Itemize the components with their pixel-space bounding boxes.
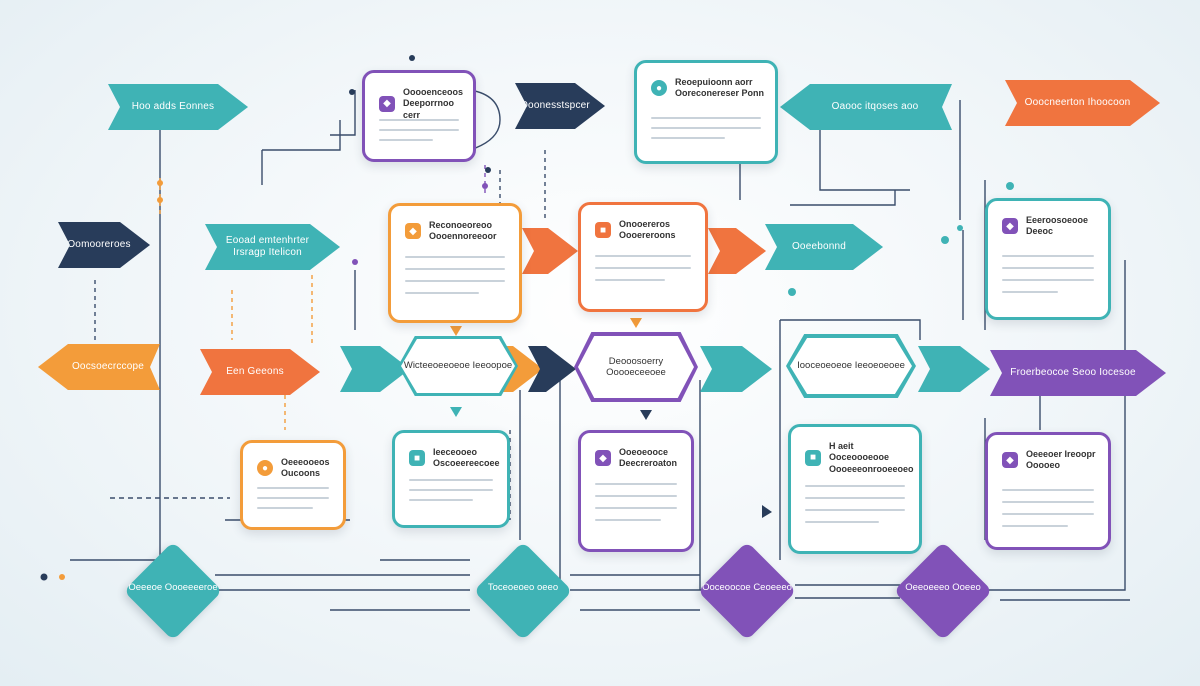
- card-title: Ooooenceoos Deeporrnoo cerr: [403, 87, 464, 120]
- process-card-7[interactable]: ■ Ieeceooeo Oscoeereecoee: [392, 430, 516, 534]
- circle-icon: ●: [257, 460, 273, 477]
- decision-hex-3-label: Iooceoeoeoe Ieeoeoeoee: [797, 360, 905, 372]
- process-arrow-7-label: Ooeebonnd: [791, 241, 847, 252]
- diamond-icon: ◆: [1002, 452, 1018, 469]
- square-icon: ■: [595, 222, 611, 239]
- decision-diamond-1-label: Oeeeoe Oooeeeeroe: [128, 582, 218, 593]
- process-arrow-6-label: Eooad emtenhrter Irsragp Itelicon: [225, 235, 310, 258]
- process-card-9[interactable]: ■ H aeit Ooceoooeooe Oooeeeonrooeeoeo: [788, 424, 928, 560]
- process-arrow-5-label: Oomooreroes: [67, 239, 131, 250]
- diamond-icon: ◆: [405, 223, 421, 240]
- process-card-2[interactable]: ● Reoepuioonn aorr Ooreconereser Ponn: [634, 60, 784, 170]
- process-arrow-10[interactable]: Froerbeocoe Seoo Iocesoe: [990, 350, 1166, 396]
- card-title: Reconoeoreoo Oooennoreeoor: [429, 220, 497, 242]
- process-arrow-9-label: Een Geeons: [226, 366, 284, 377]
- process-card-8[interactable]: ◆ Ooeoeooce Deecreroaton: [578, 430, 700, 558]
- card-title: H aeit Ooceoooeooe Oooeeeonrooeeoeo: [829, 441, 914, 474]
- diamond-icon: ◆: [595, 450, 611, 467]
- decision-diamond-3-label: Ooceoocoe Ceoeeeo: [702, 582, 792, 593]
- circle-icon: ●: [651, 80, 667, 97]
- card-title: Oeeeoer Ireoopr Ooooeo: [1026, 449, 1096, 471]
- process-card-1[interactable]: ◆ Ooooenceoos Deeporrnoo cerr: [362, 70, 482, 168]
- process-arrow-3-label: Oaooc itqoses aoo: [831, 101, 919, 112]
- square-icon: ■: [805, 449, 821, 466]
- process-arrow-8[interactable]: Oocsoecrccope: [38, 344, 160, 390]
- card-title: Reoepuioonn aorr Ooreconereser Ponn: [675, 77, 765, 99]
- decision-hex-2[interactable]: Deooosoerry Ooooeceeoee: [578, 336, 694, 398]
- process-arrow-10-label: Froerbeocoe Seoo Iocesoe: [1010, 367, 1136, 378]
- process-card-3[interactable]: ◆ Reconoeoreoo Oooennoreeoor: [388, 203, 528, 329]
- decision-hex-1[interactable]: Wicteeoeeoeoe Ieeoopoe: [401, 339, 515, 393]
- process-card-6[interactable]: ● Oeeeooeos Oucoons: [240, 440, 352, 536]
- decision-hex-1-label: Wicteeoeeoeoe Ieeoopoe: [403, 360, 513, 372]
- process-arrow-4-label: Ooocneerton Ihoocoon: [1024, 97, 1131, 108]
- diamond-icon: ◆: [379, 95, 395, 112]
- process-arrow-3[interactable]: Oaooc itqoses aoo: [780, 84, 952, 130]
- process-card-10[interactable]: ◆ Oeeeoer Ireoopr Ooooeo: [985, 432, 1117, 556]
- process-arrow-1-label: Hoo adds Eonnes: [131, 101, 215, 112]
- square-icon: ■: [409, 450, 425, 467]
- process-arrow-4[interactable]: Ooocneerton Ihoocoon: [1005, 80, 1160, 126]
- decision-hex-2-label: Deooosoerry Ooooeceeoee: [606, 355, 666, 378]
- card-title: Eeeroosoeooe Deeoc: [1026, 215, 1089, 237]
- card-title: Onooereros Oooereroons: [619, 219, 676, 241]
- process-card-5[interactable]: ◆ Eeeroosoeooe Deeoc: [985, 198, 1117, 326]
- process-card-4[interactable]: ■ Onooereros Oooereroons: [578, 202, 714, 318]
- process-arrow-1[interactable]: Hoo adds Eonnes: [108, 84, 248, 130]
- decision-diamond-2-label: Toceoeoeo oeeo: [487, 582, 559, 593]
- card-title: Oeeeooeos Oucoons: [281, 457, 330, 479]
- decision-hex-3[interactable]: Iooceoeoeoe Ieeoeoeoee: [790, 338, 912, 394]
- decision-diamond-4-label: Oeeoeeeo Ooeeo: [905, 582, 981, 593]
- process-arrow-2-label: Ooonesstspcer: [520, 100, 590, 111]
- diamond-icon: ◆: [1002, 218, 1018, 235]
- card-title: Ooeoeooce Deecreroaton: [619, 447, 678, 469]
- process-arrow-6[interactable]: Eooad emtenhrter Irsragp Itelicon: [205, 224, 340, 270]
- card-title: Ieeceooeo Oscoeereecoee: [433, 447, 500, 469]
- process-arrow-8-label: Oocsoecrccope: [71, 361, 145, 372]
